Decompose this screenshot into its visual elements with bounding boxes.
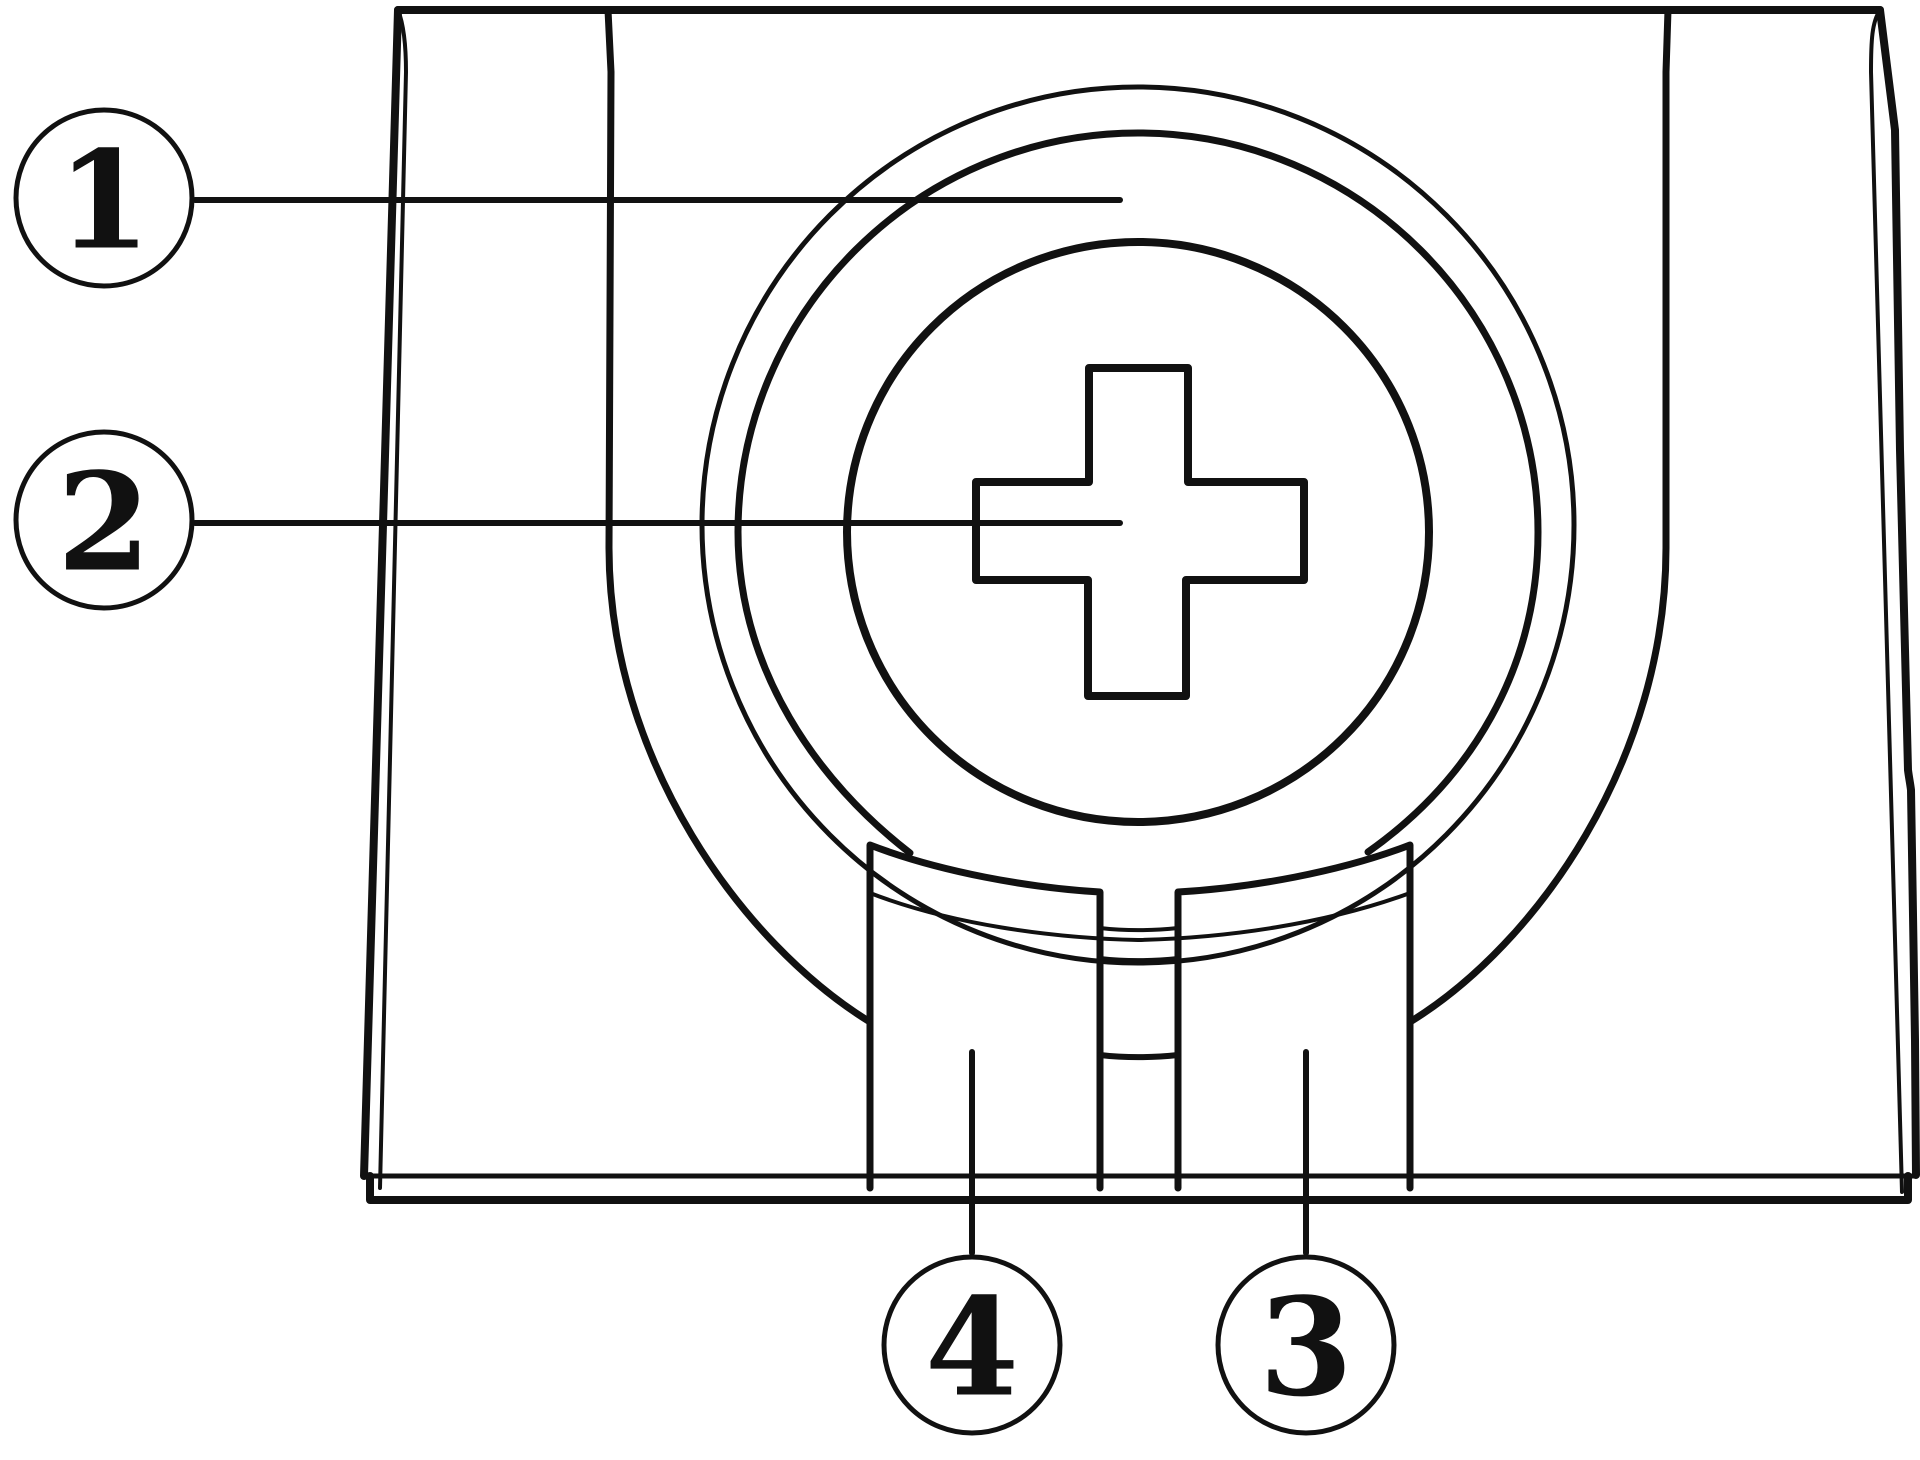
callout-1-label: 1 bbox=[57, 121, 151, 280]
terminal-tab bbox=[866, 841, 1414, 1192]
callout-3: 3 bbox=[1215, 1254, 1397, 1436]
leader-lines bbox=[192, 197, 1309, 1256]
housing-body bbox=[360, 6, 1920, 1204]
phillips-cross-icon bbox=[972, 364, 1308, 700]
callout-2: 2 bbox=[13, 429, 195, 611]
callout-3-label: 3 bbox=[1259, 1268, 1353, 1427]
callout-4-label: 4 bbox=[925, 1268, 1019, 1427]
clamp-frame bbox=[604, 6, 1672, 1026]
callout-4: 4 bbox=[881, 1254, 1063, 1436]
callout-2-label: 2 bbox=[57, 443, 151, 602]
callout-1: 1 bbox=[13, 107, 195, 289]
